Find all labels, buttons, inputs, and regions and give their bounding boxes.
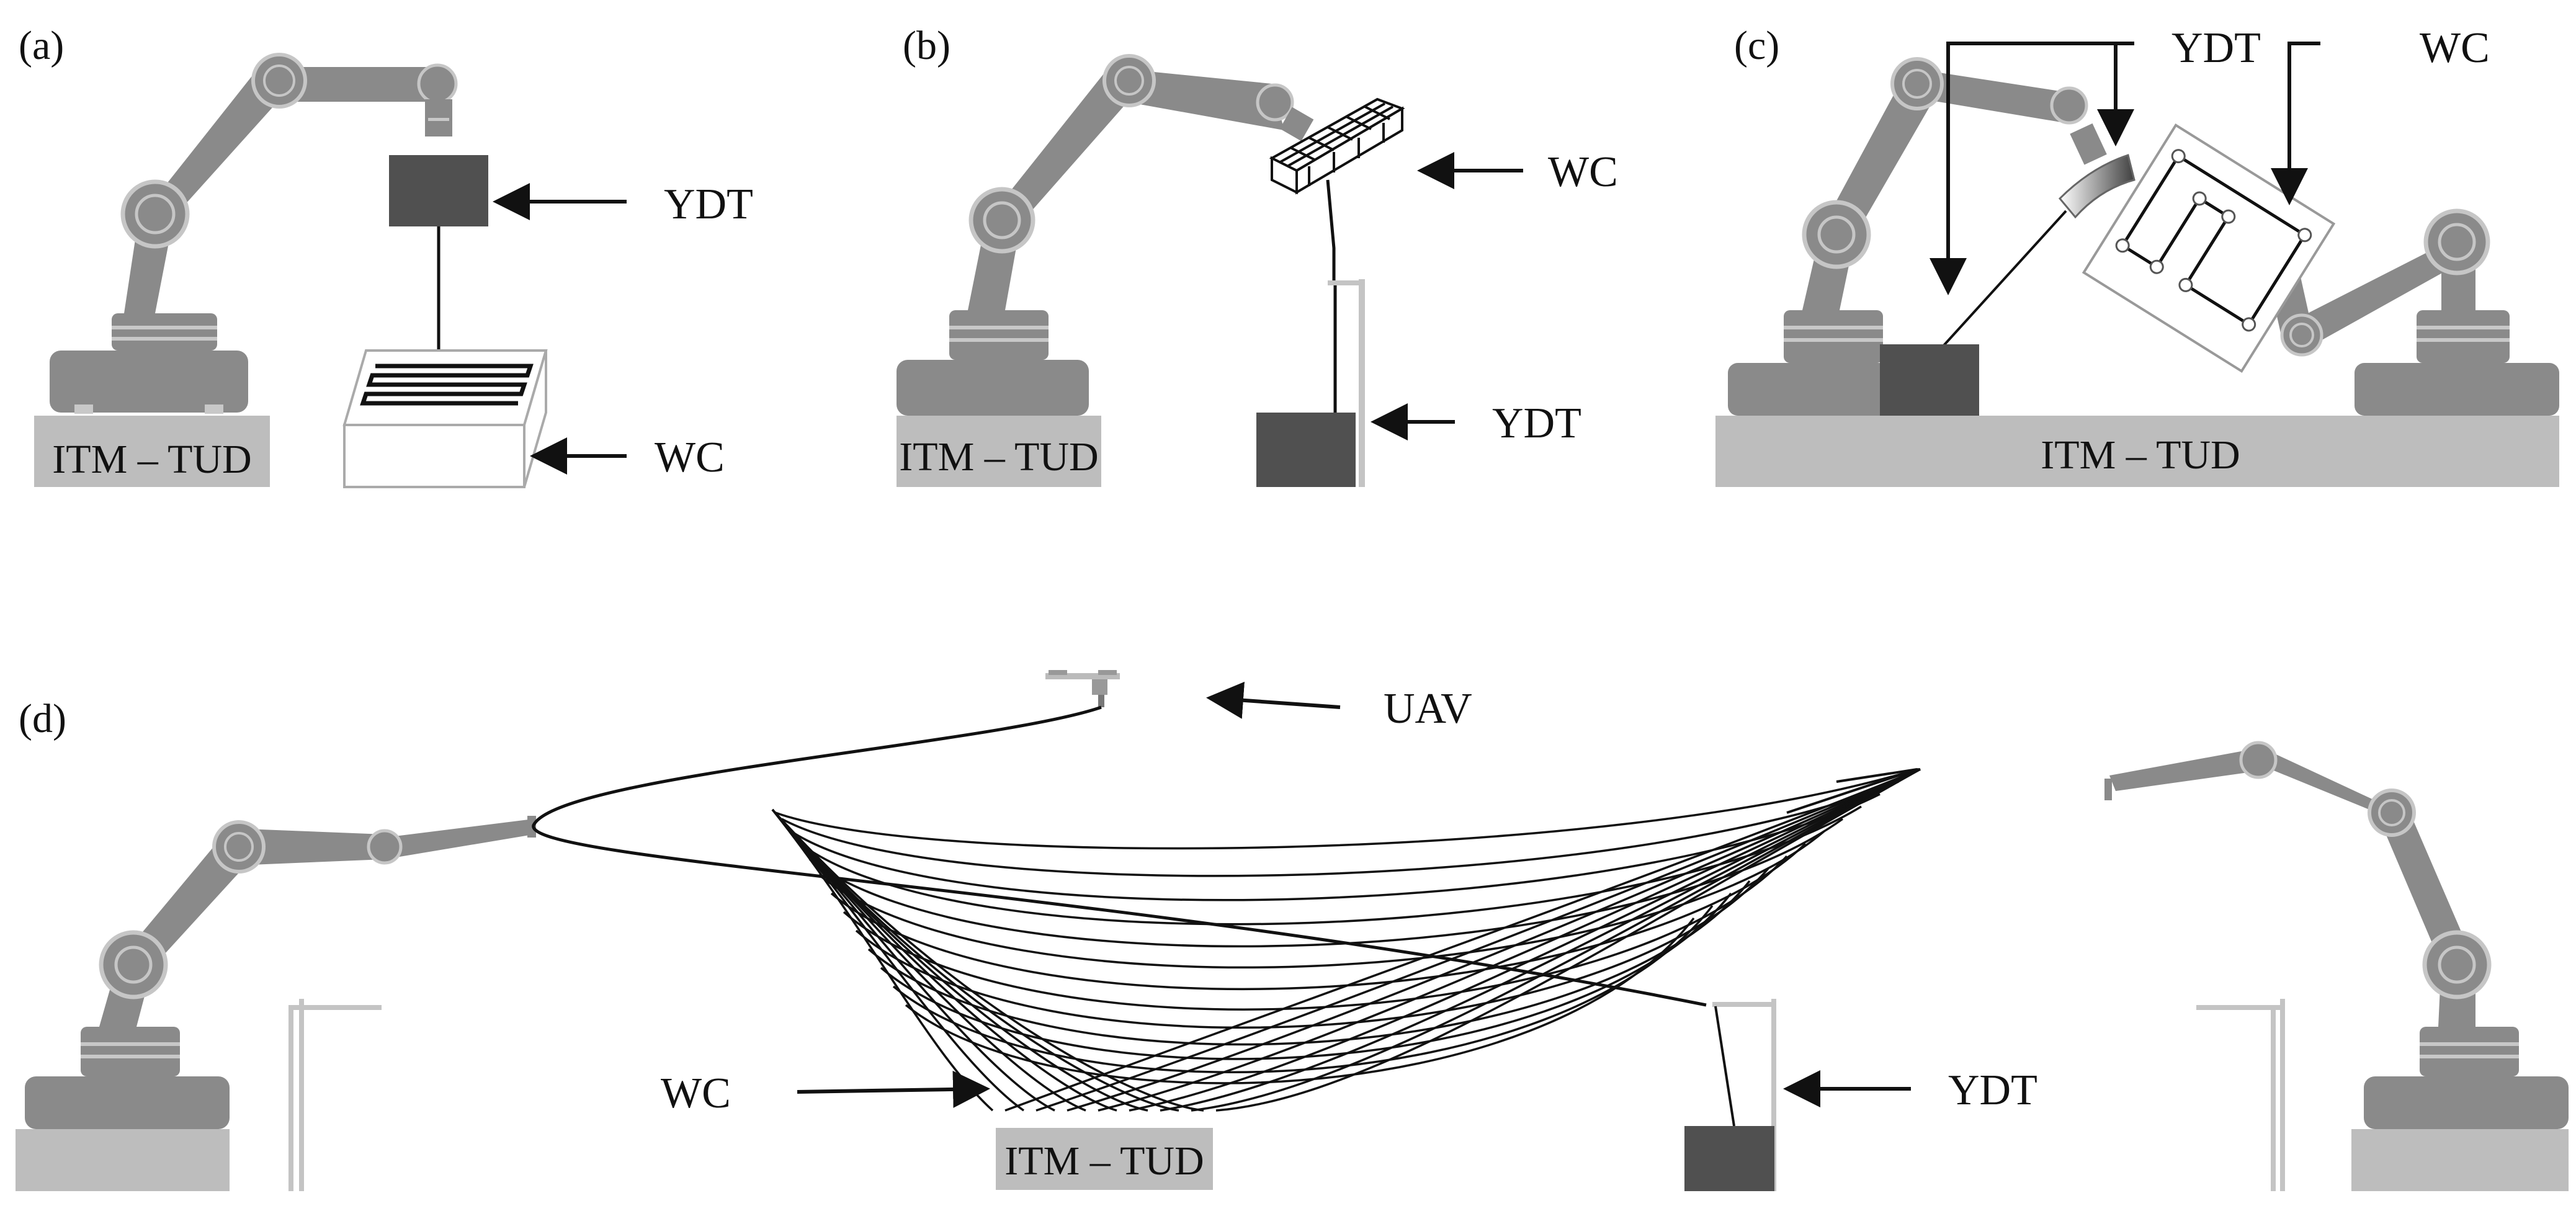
panel-a: (a) ITM – TUD [19, 23, 753, 488]
panel-a-tag: (a) [19, 23, 64, 68]
robot-base-d-right [2351, 1129, 2569, 1191]
panel-d: (d) [16, 670, 2569, 1191]
ydt-label-b: YDT [1492, 400, 1581, 447]
wc-grid-b [1269, 97, 1405, 195]
base-label-b: ITM – TUD [899, 434, 1098, 480]
yarn-guide-d [1712, 999, 1776, 1191]
panel-b: (b) ITM – TUD [897, 23, 1618, 487]
panel-c-tag: (c) [1734, 23, 1779, 68]
robot-base-c [1715, 416, 2559, 487]
robot-base-d-left [16, 1129, 230, 1191]
panel-b-tag: (b) [903, 23, 950, 68]
wc-label-b: WC [1548, 148, 1618, 196]
wc-label-a: WC [655, 434, 725, 481]
wc-label-c: WC [2420, 24, 2490, 72]
wc-web-d [771, 768, 1921, 1112]
yarn-frame-d-left [288, 999, 382, 1191]
robot-base-d-center [996, 1128, 1213, 1190]
yarn-frame-d-right [2196, 999, 2285, 1191]
ydt-box-d [1684, 1126, 1774, 1191]
yarn-guide-tip-c [2058, 154, 2135, 219]
wc-label-d: WC [661, 1070, 731, 1117]
base-label-d: ITM – TUD [1004, 1138, 1204, 1184]
ydt-box-a [389, 155, 488, 226]
robot-arm-a [50, 53, 458, 414]
base-label-a: ITM – TUD [52, 437, 251, 482]
uav-drone [1045, 670, 1120, 707]
base-label-c: ITM – TUD [2041, 432, 2240, 478]
ydt-label-d: YDT [1948, 1066, 2037, 1114]
robot-base-b [897, 416, 1101, 487]
robot-arm-d-right [2104, 741, 2569, 1129]
ydt-label-c: YDT [2171, 24, 2261, 72]
robot-arm-b [897, 54, 1314, 416]
ydt-box-c [1880, 344, 1979, 416]
panel-c: (c) ITM – TUD [1715, 23, 2559, 487]
ydt-label-a: YDT [664, 181, 753, 228]
wc-box-a [342, 349, 548, 488]
robot-base-a [34, 416, 270, 487]
yarn-guide-b [1328, 279, 1365, 487]
panel-d-tag: (d) [19, 696, 66, 741]
ydt-box-b [1256, 413, 1356, 487]
robot-arm-d-left [25, 816, 536, 1129]
uav-label-d: UAV [1384, 685, 1472, 733]
